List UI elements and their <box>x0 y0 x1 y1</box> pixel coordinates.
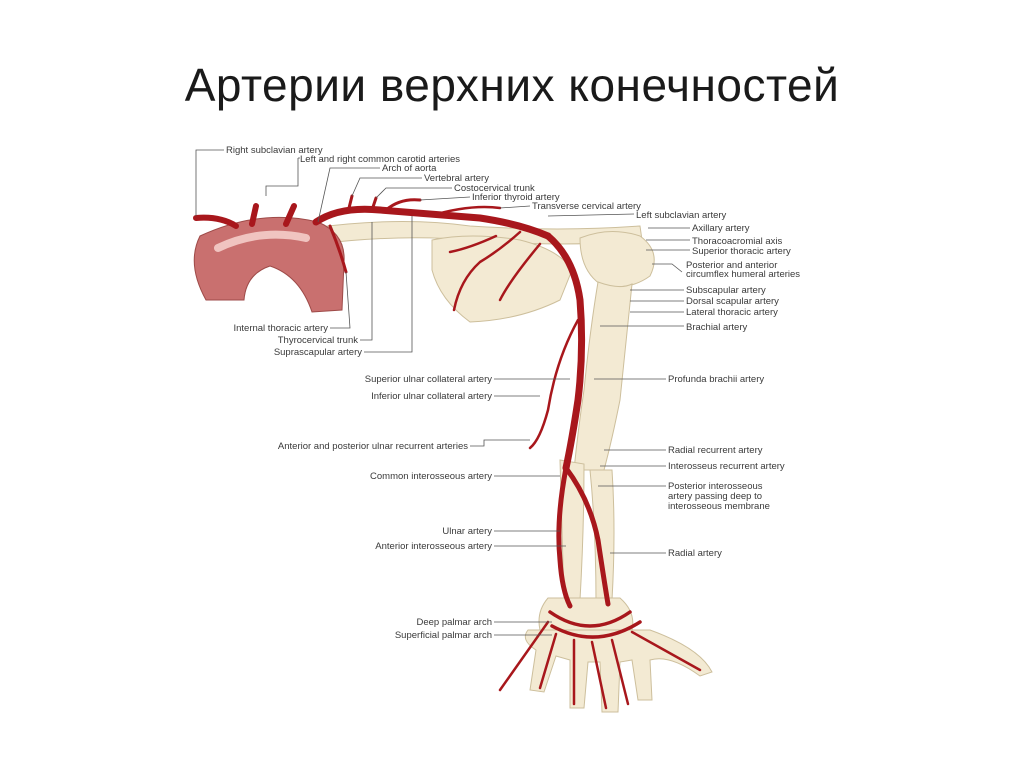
scapula <box>431 235 573 323</box>
internal-thoracic <box>328 224 348 274</box>
profunda-brachii <box>528 318 580 450</box>
label-brachial: Brachial artery <box>686 322 747 333</box>
label-post-interosseous-3: interosseous membrane <box>668 501 770 512</box>
humerus <box>573 281 633 471</box>
label-dorsal-scapular: Dorsal scapular artery <box>686 296 779 307</box>
label-profunda-brachii: Profunda brachii artery <box>668 374 764 385</box>
label-common-interosseous: Common interosseous artery <box>370 471 492 482</box>
left-subclavian <box>312 205 552 240</box>
label-deep-palmar: Deep palmar arch <box>416 617 492 628</box>
label-vertebral: Vertebral artery <box>424 173 489 184</box>
ulnar-artery <box>556 465 573 609</box>
label-post-interosseous-2: artery passing deep to <box>668 491 762 502</box>
palmar-arches <box>548 610 642 639</box>
axillary-brachial <box>544 232 586 472</box>
labels: Right subclavian artery Left and right c… <box>226 145 800 641</box>
label-internal-thoracic: Internal thoracic artery <box>233 323 328 334</box>
label-inferior-thyroid: Inferior thyroid artery <box>472 192 560 203</box>
label-costocervical: Costocervical trunk <box>454 183 535 194</box>
transverse-cervical <box>428 205 502 218</box>
label-arch-of-aorta: Arch of aorta <box>382 163 437 174</box>
label-subscapular: Subscapular artery <box>686 285 766 296</box>
common-carotids <box>249 203 297 227</box>
label-left-subclavian: Left subclavian artery <box>636 210 727 221</box>
scapular-branches <box>448 230 542 312</box>
label-superior-ulnar-collateral: Superior ulnar collateral artery <box>365 374 493 385</box>
label-inferior-ulnar-collateral: Inferior ulnar collateral artery <box>371 391 492 402</box>
slide-title: Артерии верхних конечностей <box>184 59 840 111</box>
label-radial-recurrent: Radial recurrent artery <box>668 445 763 456</box>
humeral-head <box>579 231 655 288</box>
digital-arteries <box>498 620 702 710</box>
leader-lines <box>195 149 690 636</box>
right-subclavian <box>193 214 239 229</box>
label-circumflex-2: circumflex humeral arteries <box>686 269 800 280</box>
thyroid-branch <box>384 198 422 212</box>
vertebral-branch <box>346 194 378 214</box>
label-ulnar-recurrent: Anterior and posterior ulnar recurrent a… <box>278 441 468 452</box>
label-ulnar: Ulnar artery <box>442 526 492 537</box>
label-superficial-palmar: Superficial palmar arch <box>395 630 492 641</box>
label-lateral-thoracic: Lateral thoracic artery <box>686 307 778 318</box>
label-superior-thoracic: Superior thoracic artery <box>692 246 791 257</box>
label-post-interosseous-1: Posterior interosseous <box>668 481 763 492</box>
label-thyrocervical: Thyrocervical trunk <box>278 335 358 346</box>
label-interosseus-recurrent: Interosseus recurrent artery <box>668 461 785 472</box>
label-common-carotid: Left and right common carotid arteries <box>300 154 460 165</box>
label-anterior-interosseous: Anterior interosseous artery <box>375 541 492 552</box>
label-thoracoacromial: Thoracoacromial axis <box>692 236 783 247</box>
label-suprascapular: Suprascapular artery <box>274 347 362 358</box>
label-axillary: Axillary artery <box>692 223 750 234</box>
radial-artery <box>563 465 611 607</box>
label-transverse-cervical: Transverse cervical artery <box>532 201 641 212</box>
label-circumflex-1: Posterior and anterior <box>686 260 777 271</box>
aortic-arch-highlight <box>214 230 310 252</box>
label-right-subclavian: Right subclavian artery <box>226 145 323 156</box>
label-radial: Radial artery <box>668 548 722 559</box>
arteries <box>193 194 702 710</box>
